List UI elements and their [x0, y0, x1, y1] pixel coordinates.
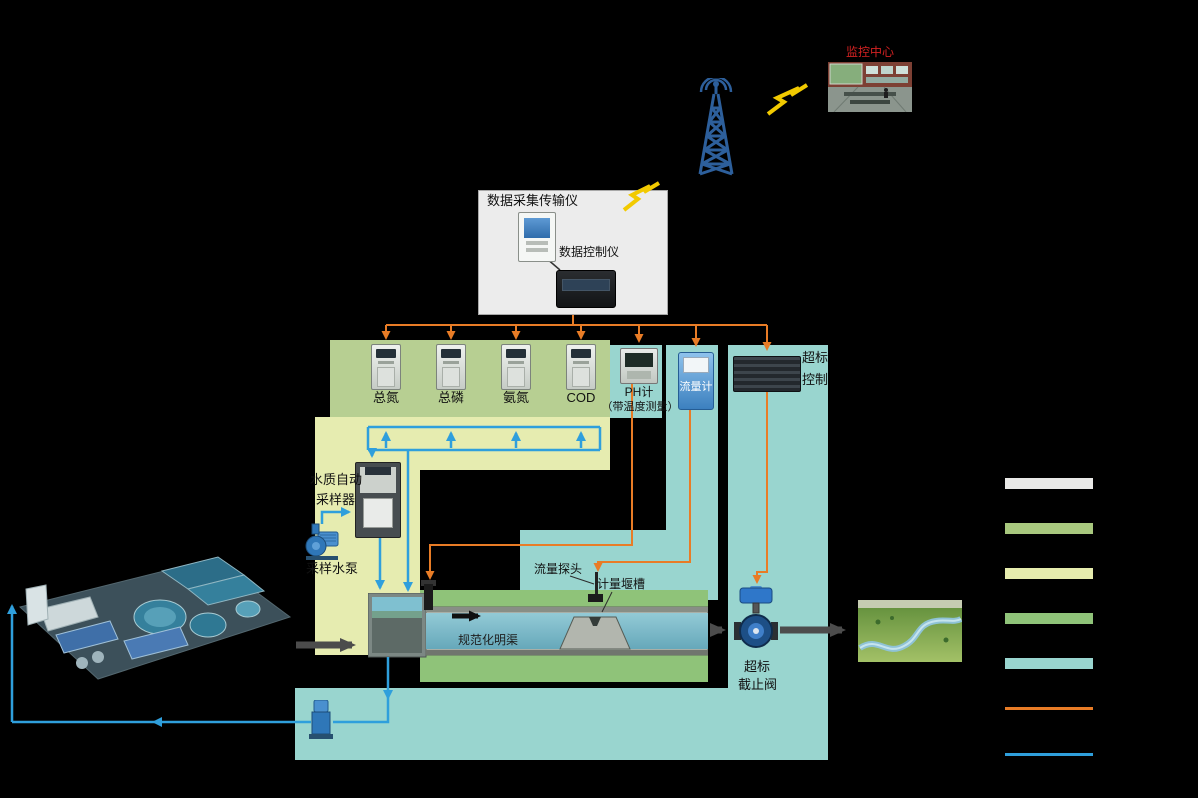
- legend: [1005, 474, 1125, 764]
- analyzer-slot: [378, 361, 394, 364]
- data-controller-label: 数据控制仪: [559, 245, 620, 259]
- analyzer-screen: [571, 349, 591, 358]
- river-photo: [858, 600, 962, 662]
- flowmeter-device: 流量计: [678, 352, 714, 410]
- shutoff-valve-graphic: [734, 586, 778, 648]
- analyzer-tp: [436, 344, 466, 390]
- controller-face: [562, 279, 610, 291]
- analyzer-nh3n-label: 氨氮: [502, 390, 529, 405]
- sampler-door: [363, 498, 393, 528]
- legend-swatch-sampling-region: [1005, 568, 1093, 579]
- open-channel-graphic: [368, 593, 708, 658]
- analyzer-nh3n: [501, 344, 531, 390]
- overlimit-controller-device: [733, 356, 801, 392]
- data-controller-device: [556, 270, 616, 308]
- data-transmitter-device: [518, 212, 556, 262]
- analyzer-slot: [573, 361, 589, 364]
- ph-meter-device: [620, 348, 658, 384]
- analyzer-slot: [443, 361, 459, 364]
- analyzer-tp-label: 总磷: [437, 390, 464, 405]
- weir-label: 计量堰槽: [597, 577, 646, 591]
- analyzer-door: [442, 367, 460, 387]
- overlimit-label-line2: 控制: [802, 372, 829, 387]
- legend-swatch-signal-line: [1005, 707, 1093, 710]
- legend-swatch-analyzer-region: [1005, 523, 1093, 534]
- analyzer-tn-label: 总氮: [372, 390, 399, 405]
- analyzer-door: [507, 367, 525, 387]
- auto-sampler-device: [355, 462, 401, 538]
- region-teal-bottom: [295, 688, 828, 760]
- analyzer-cod: [566, 344, 596, 390]
- analyzer-door: [572, 367, 590, 387]
- radio-tower-icon: [698, 78, 734, 176]
- sampler-label-line1: 水质自动: [310, 472, 363, 487]
- daq-title: 数据采集传输仪: [487, 193, 579, 208]
- sampling-pump-graphic: [305, 523, 339, 560]
- legend-swatch-sample-water-line: [1005, 753, 1093, 756]
- flowmeter-label: 流量计: [679, 381, 713, 393]
- analyzer-tn: [371, 344, 401, 390]
- analyzer-door: [377, 367, 395, 387]
- transmitter-screen: [524, 218, 550, 238]
- return-pump-graphic: [309, 700, 333, 739]
- flowmeter-screen: [683, 357, 709, 373]
- flow-probe-label: 流量探头: [534, 562, 583, 576]
- sampler-screen: [365, 467, 391, 475]
- monitor-center-label: 监控中心: [846, 45, 895, 59]
- sampler-panel: [360, 467, 396, 493]
- valve-label-line2: 截止阀: [738, 677, 778, 692]
- transmitter-keys: [526, 241, 548, 245]
- legend-swatch-channel-region: [1005, 613, 1093, 624]
- sampler-label-line2: 采样器: [316, 492, 356, 507]
- channel-name-label: 规范化明渠: [458, 633, 519, 647]
- treatment-plant-photo: [18, 556, 292, 680]
- valve-label-line1: 超标: [744, 659, 771, 674]
- transmitter-keys2: [526, 248, 548, 252]
- legend-swatch-daq-region: [1005, 478, 1093, 489]
- overlimit-label-line1: 超标: [802, 350, 829, 365]
- ph-meter-screen: [625, 353, 653, 367]
- ph-meter-buttons: [627, 371, 651, 379]
- sampling-pump-label: 采样水泵: [306, 561, 359, 576]
- legend-swatch-control-region: [1005, 658, 1093, 669]
- analyzer-screen: [506, 349, 526, 358]
- analyzer-screen: [441, 349, 461, 358]
- analyzer-screen: [376, 349, 396, 358]
- ph-meter-label: PH计: [624, 385, 654, 399]
- monitoring-room-photo: [828, 62, 912, 112]
- ph-meter-note: （带温度测量）: [601, 401, 679, 413]
- analyzer-slot: [508, 361, 524, 364]
